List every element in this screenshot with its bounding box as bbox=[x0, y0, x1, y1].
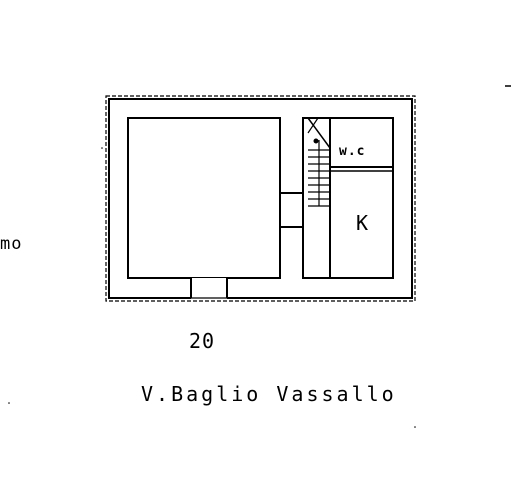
main-room bbox=[127, 117, 281, 279]
entrance-opening bbox=[190, 278, 228, 300]
street-name-label: V.Baglio Vassallo bbox=[141, 382, 397, 406]
wc-room-label: w.c bbox=[339, 144, 366, 159]
house-number-label: 20 bbox=[189, 329, 216, 353]
speck bbox=[101, 147, 103, 149]
speck bbox=[414, 426, 416, 428]
property-boundary bbox=[105, 95, 416, 302]
right-room-block bbox=[302, 117, 394, 279]
street-name-fragment: mo bbox=[0, 234, 23, 254]
kitchen-room-label: K bbox=[356, 211, 369, 235]
staircase bbox=[307, 117, 331, 207]
speck bbox=[8, 402, 10, 404]
connecting-passage bbox=[280, 192, 303, 228]
outer-wall bbox=[108, 98, 413, 299]
